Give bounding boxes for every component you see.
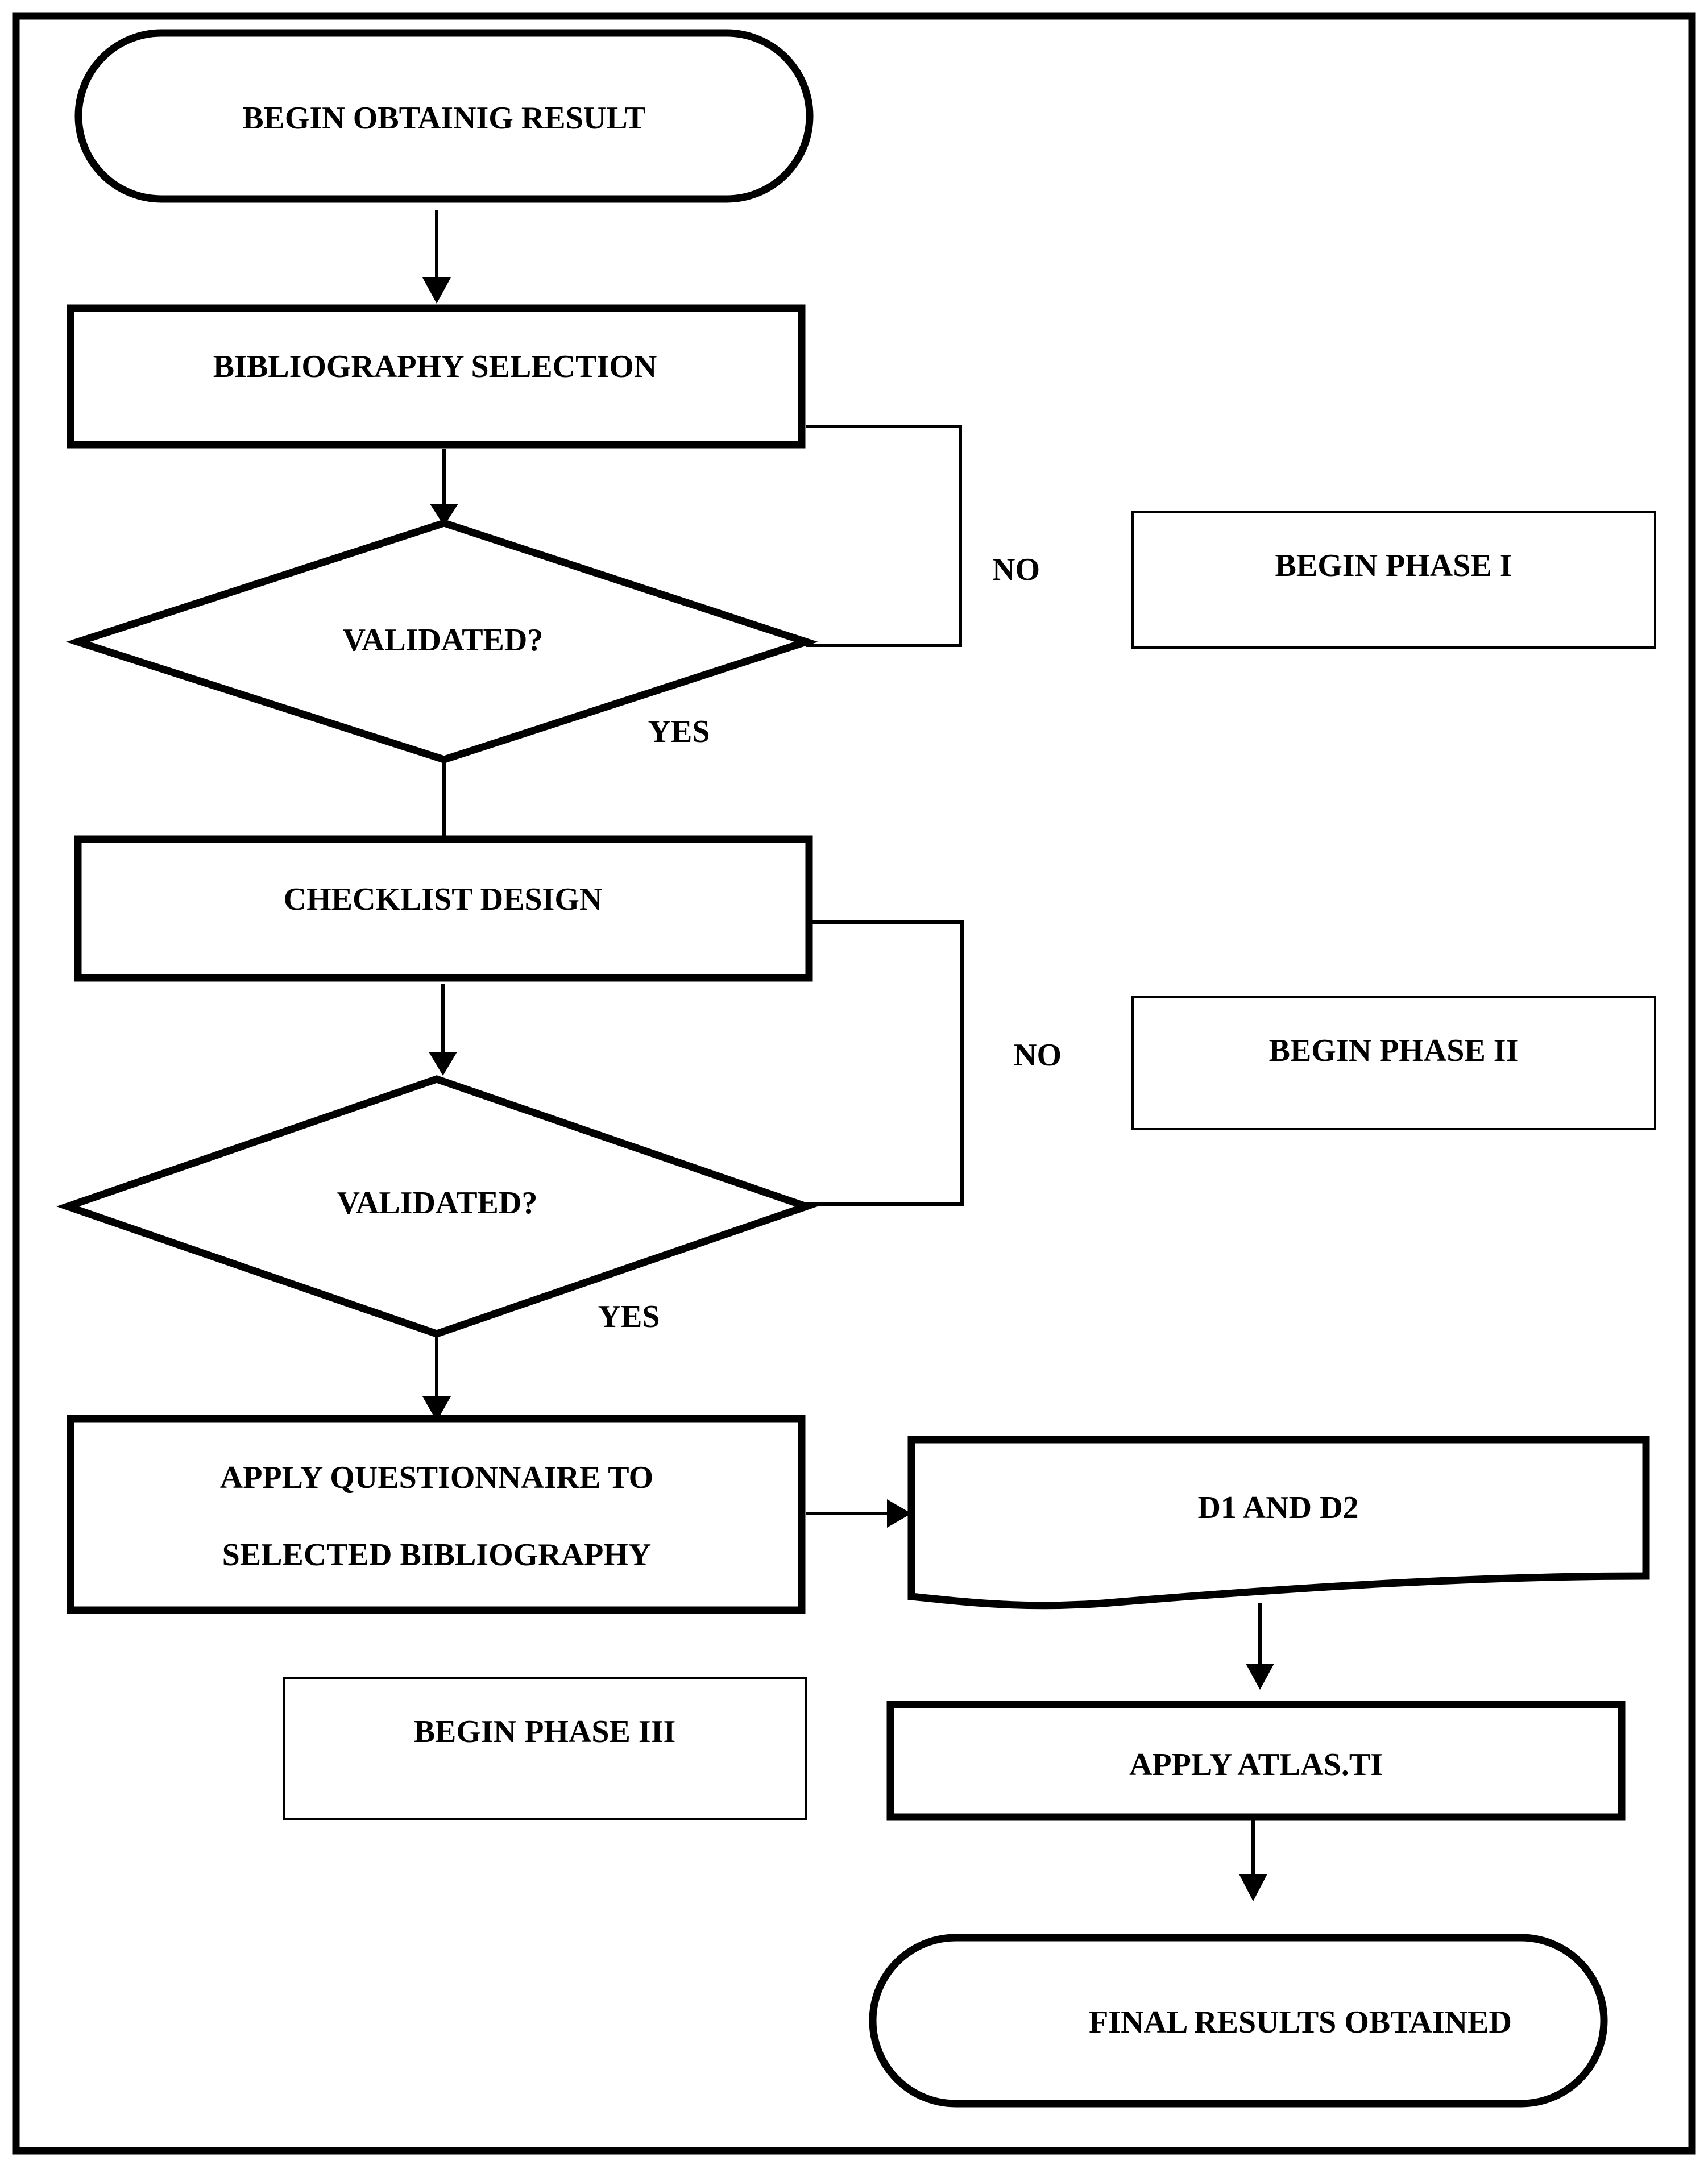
phase-2-box	[1131, 996, 1656, 1130]
validated-decision-2-label: VALIDATED?	[337, 1185, 538, 1221]
bibliography-selection-box	[67, 304, 806, 449]
documents-shape	[907, 1436, 1650, 1610]
yes-label-1: YES	[648, 714, 710, 749]
phase-2-label: BEGIN PHASE II	[1269, 1033, 1519, 1068]
no-loop-2	[806, 920, 964, 1206]
arrowhead	[1246, 1664, 1274, 1690]
no-label-1: NO	[992, 552, 1040, 587]
checklist-design-box	[74, 835, 813, 982]
phase-1-box	[1131, 511, 1656, 649]
apply-atlas-box	[886, 1701, 1626, 1821]
no-loop-1	[806, 425, 962, 647]
checklist-design-label: CHECKLIST DESIGN	[284, 882, 603, 917]
documents-label: D1 AND D2	[1197, 1490, 1358, 1525]
outer-frame	[12, 12, 1696, 2155]
end-terminator	[869, 1934, 1608, 2108]
arrowhead	[1239, 1874, 1267, 1901]
phase-3-box	[283, 1677, 807, 1820]
phase-1-label: BEGIN PHASE I	[1275, 548, 1512, 583]
validated-decision-1-label: VALIDATED?	[343, 623, 544, 658]
end-label: FINAL RESULTS OBTAINED	[1089, 2005, 1512, 2040]
no-label-2: NO	[1014, 1038, 1062, 1073]
apply-questionnaire-label-line-2: SELECTED BIBLIOGRAPHY	[222, 1537, 652, 1573]
bibliography-selection-label: BIBLIOGRAPHY SELECTION	[213, 349, 657, 384]
arrowhead	[422, 277, 451, 304]
arrowhead	[422, 1396, 451, 1421]
phase-3-label: BEGIN PHASE III	[414, 1714, 676, 1749]
arrowhead	[429, 1052, 457, 1076]
start-terminator	[74, 29, 814, 203]
arrowhead	[430, 504, 458, 526]
apply-questionnaire-label-line-1: APPLY QUESTIONNAIRE TO	[220, 1460, 653, 1495]
apply-atlas-label: APPLY ATLAS.TI	[1129, 1747, 1383, 1782]
start-label: BEGIN OBTAINIG RESULT	[242, 101, 646, 136]
apply-questionnaire-box	[67, 1415, 806, 1614]
arrowhead	[887, 1499, 911, 1528]
yes-label-2: YES	[598, 1299, 660, 1334]
